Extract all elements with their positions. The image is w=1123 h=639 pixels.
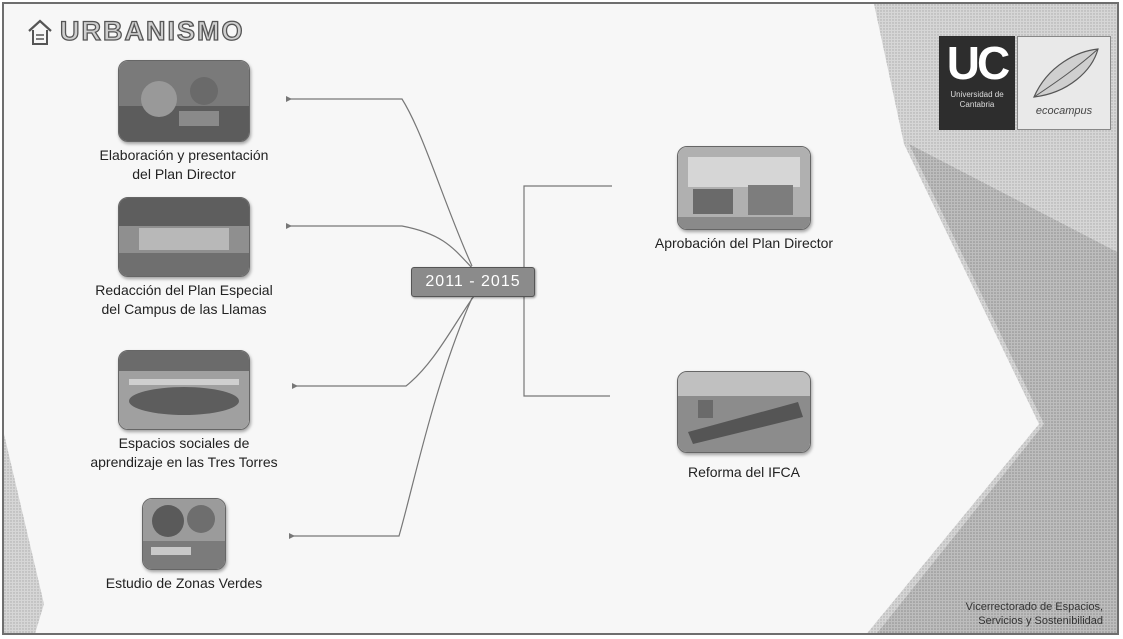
node-ifca-label: Reforma del IFCA [634, 463, 854, 482]
uc-logo-subtitle: Universidad de Cantabria [939, 90, 1015, 110]
node-aprobacion[interactable]: Aprobación del Plan Director [634, 146, 854, 253]
node-tres-torres[interactable]: Espacios sociales de aprendizaje en las … [84, 350, 284, 472]
node-plan-director-line2: del Plan Director [84, 165, 284, 184]
node-plan-especial-line1: Redacción del Plan Especial [84, 281, 284, 300]
uc-logo: UC Universidad de Cantabria [939, 36, 1015, 130]
leaf-icon [1028, 45, 1102, 103]
page-title: URBANISMO [26, 16, 245, 47]
photo-plan-director [118, 60, 250, 142]
node-plan-director-line1: Elaboración y presentación [84, 146, 284, 165]
center-node[interactable]: 2011 - 2015 [411, 267, 535, 297]
node-plan-especial[interactable]: Redacción del Plan Especial del Campus d… [84, 197, 284, 319]
uc-logo-mark: UC [939, 36, 1015, 90]
node-tres-torres-line2: aprendizaje en las Tres Torres [84, 453, 284, 472]
node-ifca[interactable]: Reforma del IFCA [634, 371, 854, 482]
footer-line2: Servicios y Sostenibilidad [966, 614, 1103, 628]
photo-ifca [677, 371, 811, 453]
node-zonas-verdes-line1: Estudio de Zonas Verdes [84, 574, 284, 593]
node-aprobacion-label: Aprobación del Plan Director [634, 234, 854, 253]
photo-aprobacion [677, 146, 811, 230]
house-icon [26, 17, 54, 47]
ecocampus-logo: ecocampus [1017, 36, 1111, 130]
footer-line1: Vicerrectorado de Espacios, [966, 600, 1103, 614]
title-text: URBANISMO [60, 16, 245, 47]
node-zonas-verdes[interactable]: Estudio de Zonas Verdes [84, 498, 284, 593]
footer-credit: Vicerrectorado de Espacios, Servicios y … [966, 600, 1103, 628]
ecocampus-logo-text: ecocampus [1018, 105, 1110, 117]
photo-zonas-verdes [142, 498, 226, 570]
node-plan-director[interactable]: Elaboración y presentación del Plan Dire… [84, 60, 284, 184]
photo-tres-torres [118, 350, 250, 430]
photo-plan-especial [118, 197, 250, 277]
node-plan-especial-line2: del Campus de las Llamas [84, 300, 284, 319]
node-tres-torres-line1: Espacios sociales de [84, 434, 284, 453]
